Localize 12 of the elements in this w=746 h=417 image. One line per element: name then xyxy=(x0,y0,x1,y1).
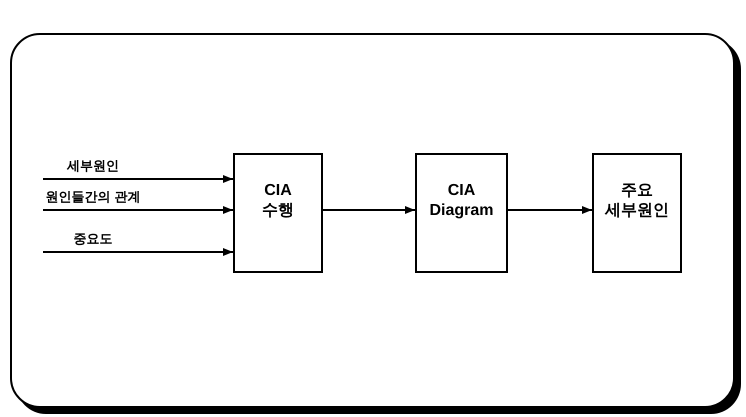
arrow xyxy=(43,175,233,183)
edge-label: 중요도 xyxy=(72,232,114,245)
box-label: CIA Diagram xyxy=(428,181,495,221)
process-box xyxy=(233,153,323,273)
process-box xyxy=(415,153,508,273)
edge-label: 세부원인 xyxy=(65,159,121,172)
process-box xyxy=(592,153,682,273)
arrow xyxy=(43,248,233,256)
box-label: 주요 세부원인 xyxy=(604,181,670,221)
box-label: CIA 수행 xyxy=(261,181,295,221)
arrow xyxy=(508,206,592,214)
arrow xyxy=(323,206,415,214)
